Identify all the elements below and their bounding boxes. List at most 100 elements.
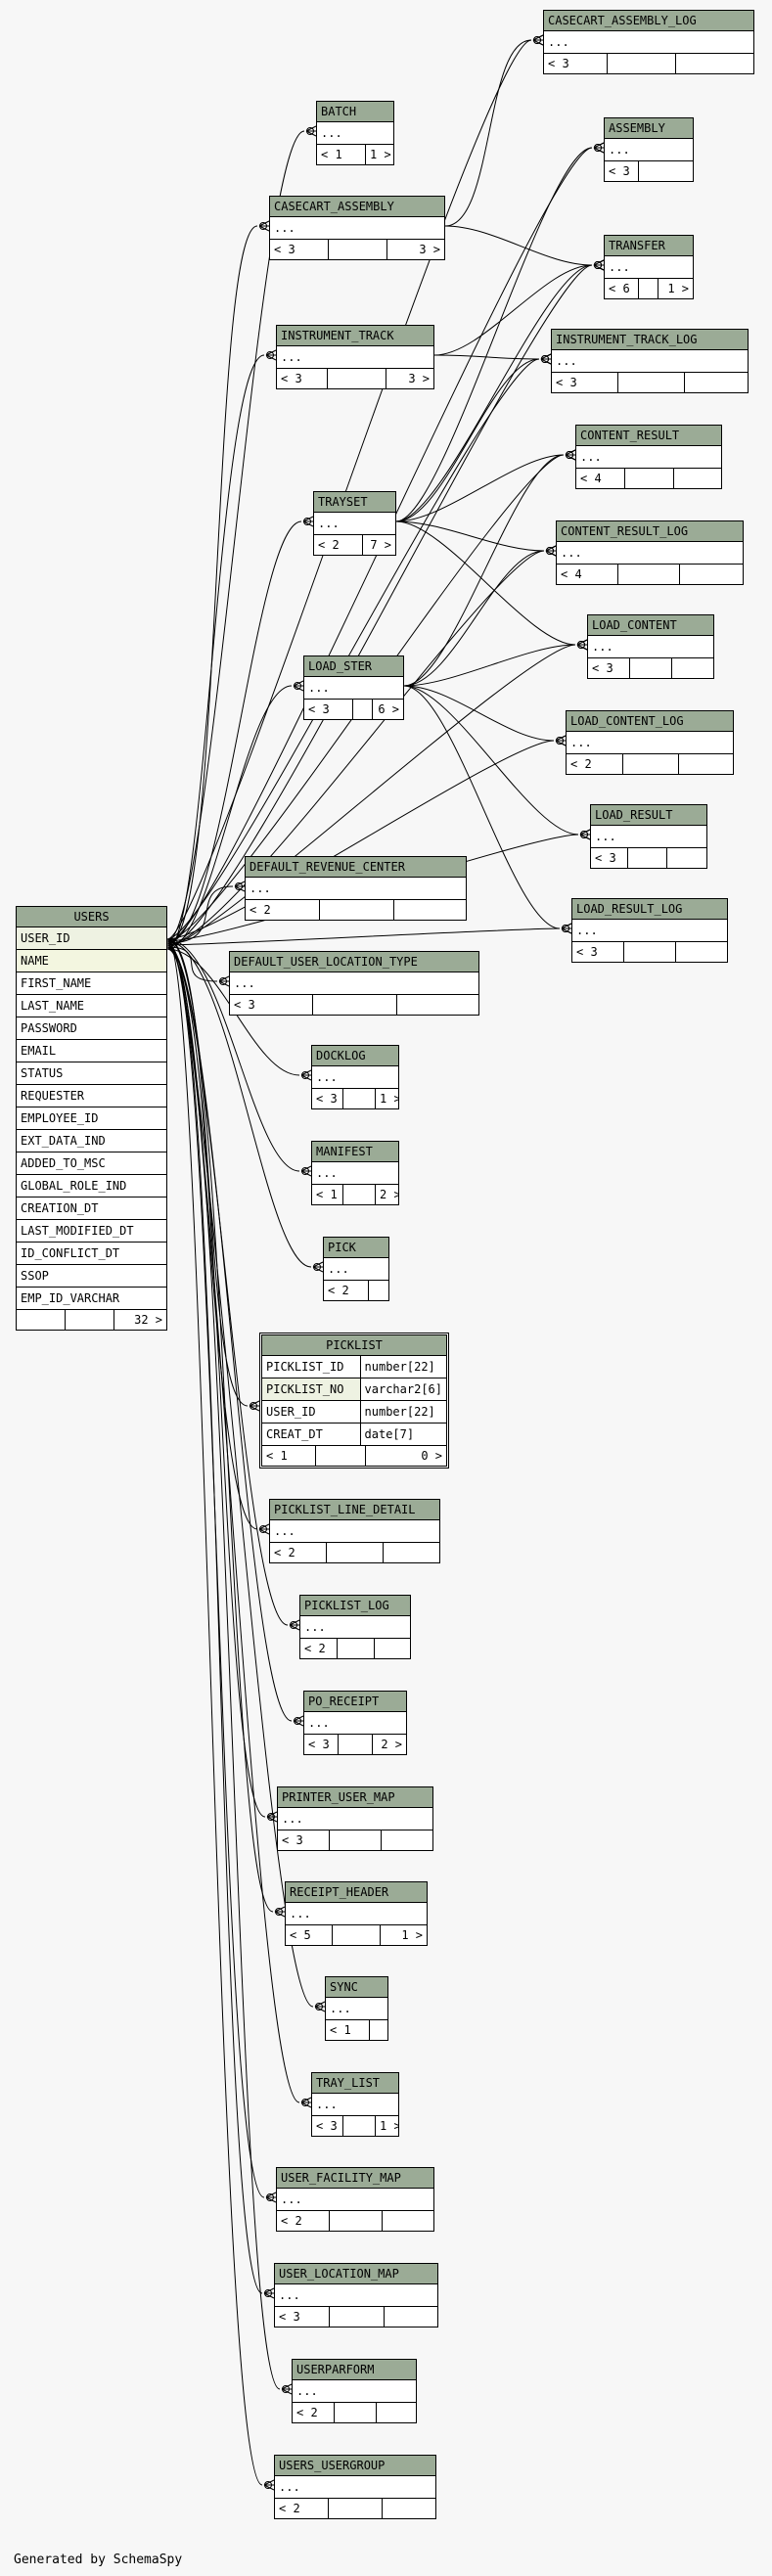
footer-cell <box>343 2116 376 2136</box>
footer-cell <box>639 161 693 181</box>
footer-cell: < 6 <box>605 279 639 298</box>
footer-cell: 1 > <box>370 148 391 161</box>
footer-cell <box>674 469 721 488</box>
table-columns-collapsed: ... <box>246 878 466 900</box>
table-header: PRINTER_USER_MAP <box>278 1787 432 1808</box>
footer-cell <box>676 54 753 73</box>
footer-cell <box>676 942 727 962</box>
footer-cell: < 3 <box>605 161 639 181</box>
table-columns-collapsed: ... <box>277 346 433 369</box>
default-revenue-center-table[interactable]: DEFAULT_REVENUE_CENTER...< 2 <box>245 856 467 921</box>
picklist-line-detail-table[interactable]: PICKLIST_LINE_DETAIL...< 2 <box>269 1499 440 1563</box>
table-columns-collapsed: ... <box>275 2476 435 2499</box>
footer-cell: < 2 <box>270 1543 327 1562</box>
sync-table[interactable]: SYNC...< 1 <box>325 1976 388 2041</box>
content-result-table[interactable]: CONTENT_RESULT...< 4 <box>575 425 722 489</box>
column-added-to-msc: ADDED_TO_MSC <box>17 1152 166 1175</box>
table-footer: < 2 <box>300 1639 410 1658</box>
table-columns-collapsed: ... <box>304 677 403 700</box>
table-footer: < 3 <box>591 848 706 868</box>
users-usergroup-table[interactable]: USERS_USERGROUP...< 2 <box>274 2455 436 2519</box>
relationship-edge <box>234 881 246 892</box>
column-requester: REQUESTER <box>17 1085 166 1107</box>
table-footer: < 1 <box>326 2020 387 2040</box>
user-facility-map-table[interactable]: USER_FACILITY_MAP...< 2 <box>276 2167 434 2232</box>
relationship-edge <box>403 685 579 836</box>
footer-cell <box>382 1830 432 1850</box>
footer-cell: < 3 <box>591 848 628 868</box>
footer-cell <box>343 1089 376 1108</box>
table-header: INSTRUMENT_TRACK <box>277 326 433 346</box>
relationship-edge <box>263 2479 275 2491</box>
load-content-log-table[interactable]: LOAD_CONTENT_LOG...< 2 <box>566 710 734 775</box>
footer-cell: < 2 <box>277 2211 330 2231</box>
footer-cell: 2 > <box>380 1188 398 1201</box>
footer-cell <box>685 373 748 392</box>
load-result-table[interactable]: LOAD_RESULT...< 3 <box>590 804 707 869</box>
printer-user-map-table[interactable]: PRINTER_USER_MAP...< 3 <box>277 1786 433 1851</box>
footer-cell <box>394 900 466 920</box>
column-ssop: SSOP <box>17 1265 166 1288</box>
footer-cell: < 2 <box>314 535 363 555</box>
footer-cell <box>625 469 674 488</box>
footer-cell: 2 > <box>381 1738 402 1751</box>
userparform-table[interactable]: USERPARFORM...< 2 <box>292 2359 417 2423</box>
instrument-track-log-table[interactable]: INSTRUMENT_TRACK_LOG...< 3 <box>551 329 749 393</box>
column-last-modified-dt: LAST_MODIFIED_DT <box>17 1220 166 1243</box>
load-result-log-table[interactable]: LOAD_RESULT_LOG...< 3 <box>571 898 728 963</box>
relationship-edge <box>289 1619 300 1631</box>
footer-cell <box>17 1310 66 1330</box>
relationship-edge <box>593 259 605 271</box>
relationship-edge <box>395 454 565 522</box>
footer-cell: < 1 <box>312 1185 343 1204</box>
footer-cell: < 2 <box>300 1639 338 1658</box>
relationship-edge <box>274 1906 286 1918</box>
column-employee-id: EMPLOYEE_ID <box>17 1107 166 1130</box>
relationship-edge <box>545 545 557 557</box>
load-content-table[interactable]: LOAD_CONTENT...< 3 <box>587 614 714 679</box>
pick-table[interactable]: PICK...< 2 <box>323 1237 389 1301</box>
footer-cell: < 1 <box>317 145 366 164</box>
relationship-edge <box>166 940 312 1268</box>
relationship-edge <box>293 1715 304 1727</box>
column-ext-data-ind: EXT_DATA_IND <box>17 1130 166 1152</box>
assembly-table[interactable]: ASSEMBLY...< 3 <box>604 117 694 182</box>
user-location-map-table[interactable]: USER_LOCATION_MAP...< 3 <box>274 2263 438 2327</box>
relationship-edge <box>312 1261 324 1273</box>
footer-cell <box>353 700 373 719</box>
footer-cell <box>618 565 680 584</box>
table-header: PICKLIST_LINE_DETAIL <box>270 1500 439 1520</box>
column-status: STATUS <box>17 1062 166 1085</box>
table-columns-collapsed: ... <box>326 1998 387 2020</box>
footer-cell: < 3 <box>552 373 618 392</box>
table-footer: < 1 2 > <box>312 1185 398 1204</box>
relationship-edge <box>403 454 565 687</box>
relationship-edge <box>395 358 540 522</box>
content-result-log-table[interactable]: CONTENT_RESULT_LOG...< 4 <box>556 520 744 585</box>
table-header: CONTENT_RESULT <box>576 426 721 446</box>
relationship-edge <box>266 1811 278 1823</box>
footer-cell <box>672 658 713 678</box>
footer-cell: 6 > <box>378 702 399 716</box>
default-user-location-type-table[interactable]: DEFAULT_USER_LOCATION_TYPE...< 3 <box>229 951 479 1016</box>
table-footer: < 4 <box>557 565 743 584</box>
footer-cell <box>339 1735 373 1754</box>
table-footer: < 2 <box>277 2211 433 2231</box>
relationship-edge <box>444 225 593 266</box>
picklist-log-table[interactable]: PICKLIST_LOG...< 2 <box>299 1595 411 1659</box>
casecart-assembly-log-table[interactable]: CASECART_ASSEMBLY_LOG...< 3 <box>543 10 754 74</box>
